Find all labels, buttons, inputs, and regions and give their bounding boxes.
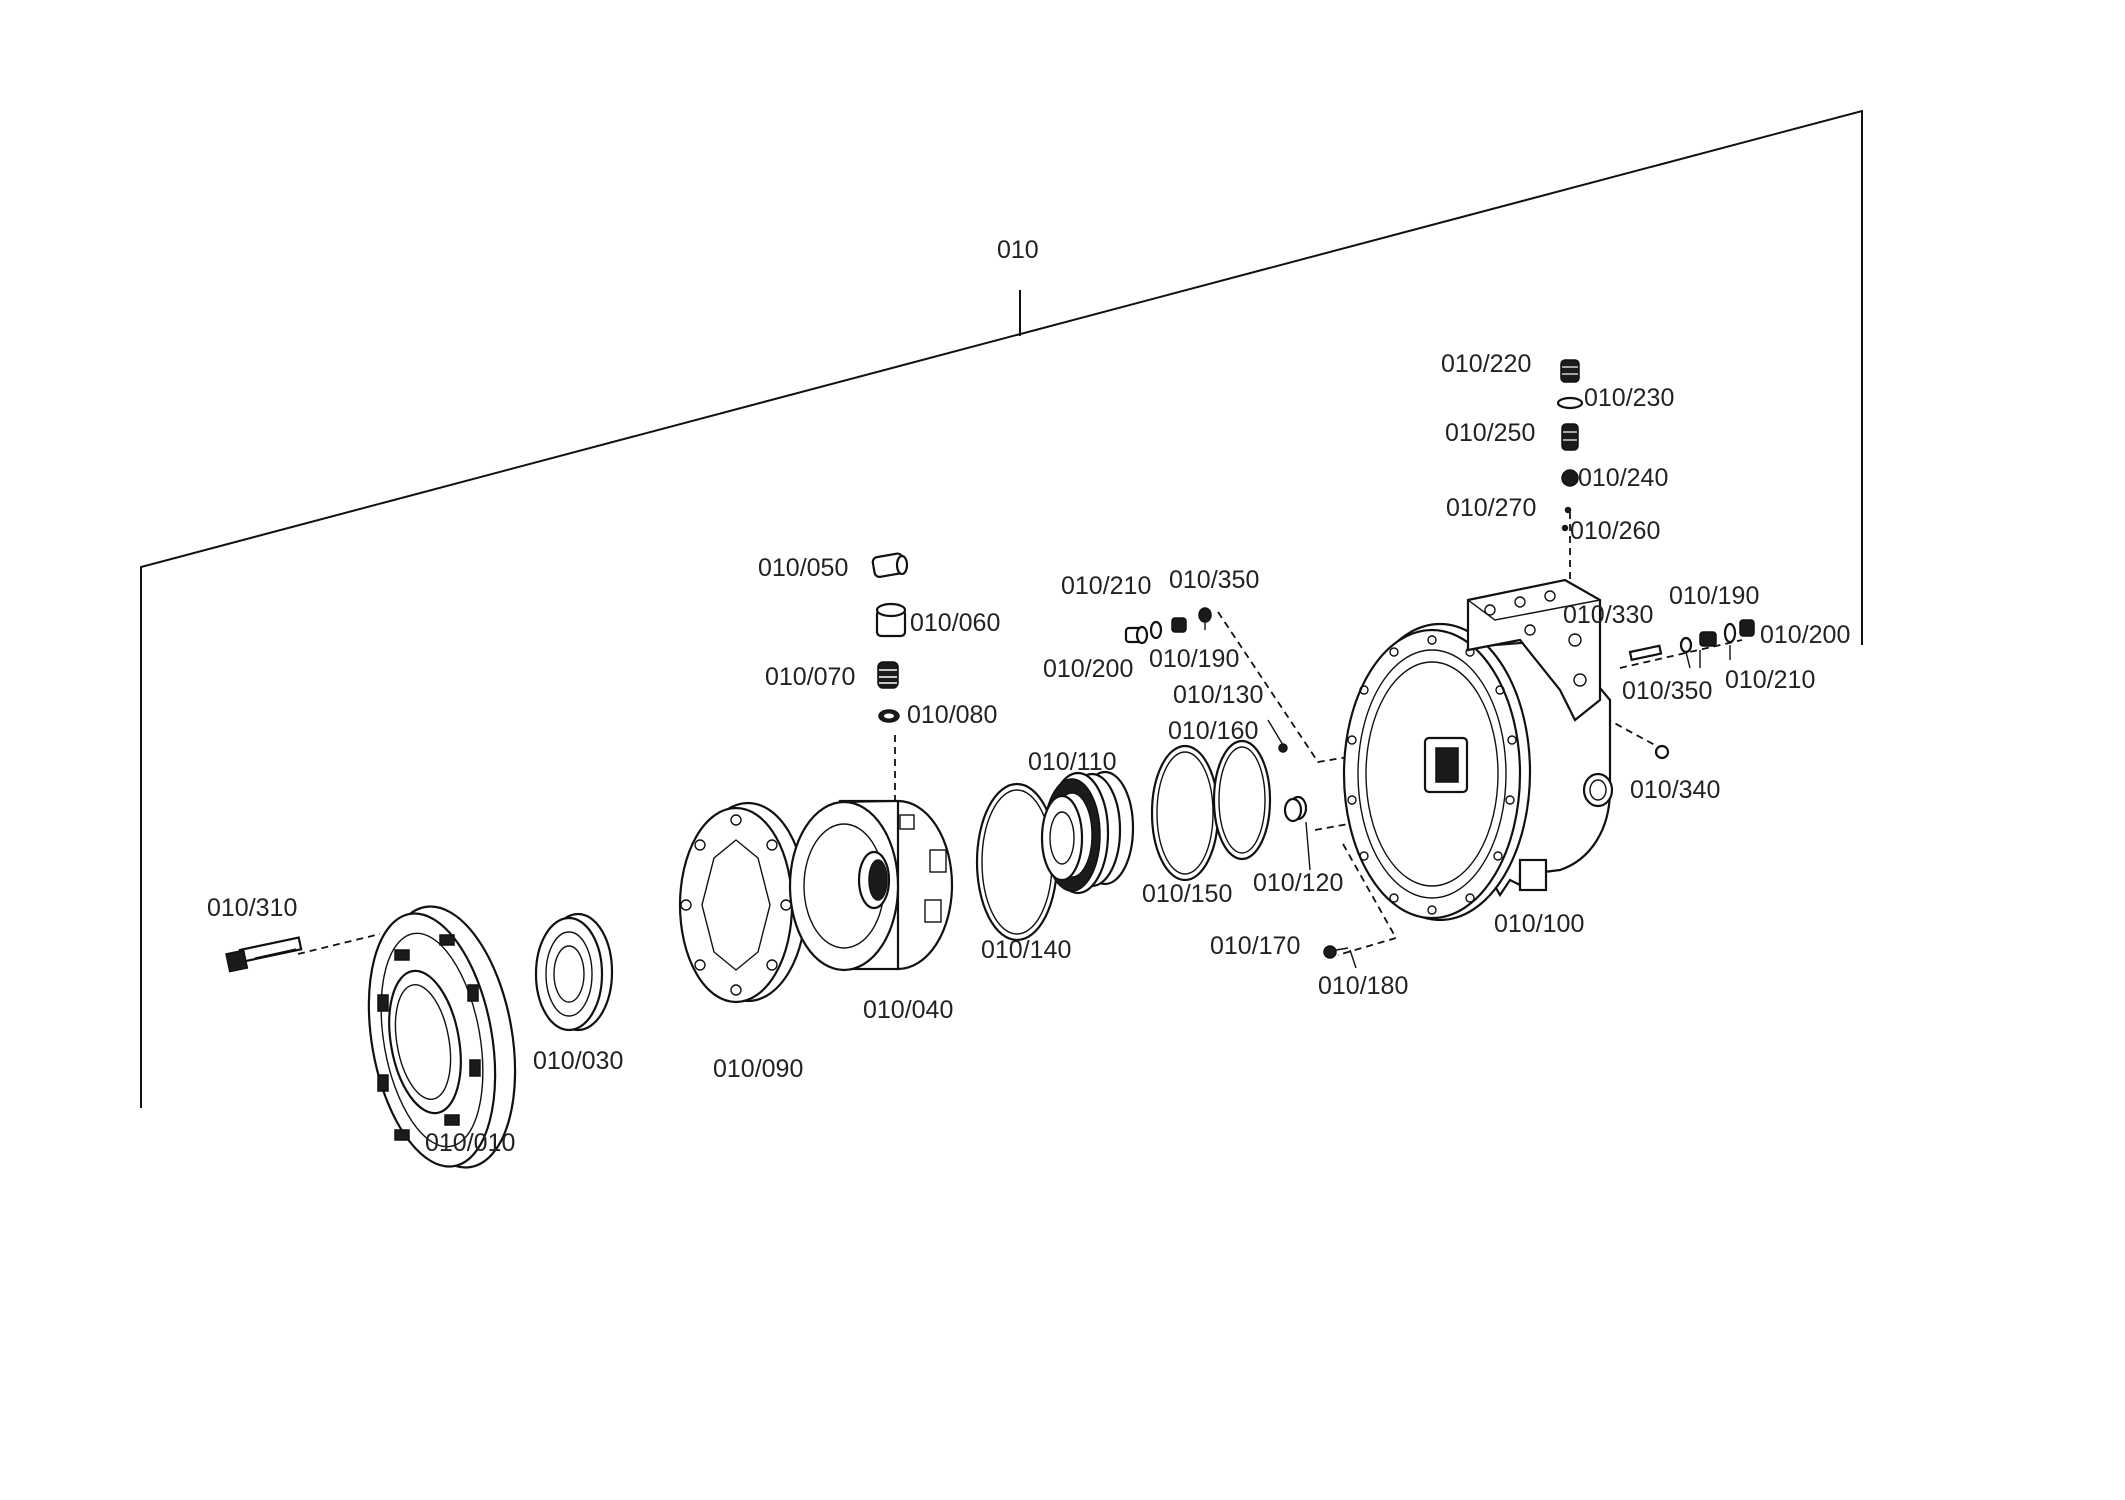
label-010-350-right: 010/350 bbox=[1622, 677, 1712, 705]
plug-010-120 bbox=[1283, 795, 1311, 871]
label-010-350-left: 010/350 bbox=[1169, 566, 1259, 594]
label-010-070: 010/070 bbox=[765, 663, 855, 691]
label-010-190-right: 010/190 bbox=[1669, 582, 1759, 610]
valve-stack-010-050-080 bbox=[871, 552, 909, 723]
rotor-010-040 bbox=[788, 799, 954, 972]
label-010-330: 010/330 bbox=[1563, 601, 1653, 629]
bolt-010-310 bbox=[225, 936, 303, 973]
label-010-150: 010/150 bbox=[1142, 880, 1232, 908]
stator-ring-010-090 bbox=[678, 801, 808, 1004]
screw-010-170-180 bbox=[1323, 945, 1357, 969]
bearing-010-030 bbox=[534, 912, 614, 1032]
label-010-210-left: 010/210 bbox=[1061, 572, 1151, 600]
label-010-160: 010/160 bbox=[1168, 717, 1258, 745]
label-010-140: 010/140 bbox=[981, 936, 1071, 964]
assembly-bracket bbox=[140, 109, 1863, 1108]
label-010-340: 010/340 bbox=[1630, 776, 1720, 804]
label-010-170: 010/170 bbox=[1210, 932, 1300, 960]
label-010-260: 010/260 bbox=[1570, 517, 1660, 545]
label-010-050: 010/050 bbox=[758, 554, 848, 582]
label-010-080: 010/080 bbox=[907, 701, 997, 729]
small-parts-right-group bbox=[1628, 619, 1755, 760]
label-010-270: 010/270 bbox=[1446, 494, 1536, 522]
label-010-310: 010/310 bbox=[207, 894, 297, 922]
label-010-180: 010/180 bbox=[1318, 972, 1408, 1000]
assembly-label: 010 bbox=[997, 236, 1039, 264]
o-ring-010-160 bbox=[1212, 739, 1272, 861]
label-010-230: 010/230 bbox=[1584, 384, 1674, 412]
label-010-220: 010/220 bbox=[1441, 350, 1531, 378]
valve-stack-010-220-260 bbox=[1556, 359, 1584, 532]
label-010-060: 010/060 bbox=[910, 609, 1000, 637]
label-010-030: 010/030 bbox=[533, 1047, 623, 1075]
label-010-120: 010/120 bbox=[1253, 869, 1343, 897]
small-parts-left-group bbox=[1124, 607, 1288, 753]
housing-010-100 bbox=[1342, 578, 1614, 922]
o-ring-010-150 bbox=[1150, 744, 1220, 882]
label-010-240: 010/240 bbox=[1578, 464, 1668, 492]
label-010-250: 010/250 bbox=[1445, 419, 1535, 447]
label-010-190-left: 010/190 bbox=[1149, 645, 1239, 673]
label-010-100: 010/100 bbox=[1494, 910, 1584, 938]
label-010-090: 010/090 bbox=[713, 1055, 803, 1083]
label-010-130: 010/130 bbox=[1173, 681, 1263, 709]
label-010-010: 010/010 bbox=[425, 1129, 515, 1157]
label-010-210-right: 010/210 bbox=[1725, 666, 1815, 694]
label-010-040: 010/040 bbox=[863, 996, 953, 1024]
label-010-110: 010/110 bbox=[1028, 748, 1117, 776]
leader-lines bbox=[1204, 622, 1731, 746]
label-010-200-left: 010/200 bbox=[1043, 655, 1133, 683]
bearing-pack-010-110 bbox=[1040, 770, 1135, 895]
assembly-bracket-line bbox=[140, 109, 1863, 1108]
label-010-200-right: 010/200 bbox=[1760, 621, 1850, 649]
flange-cover-010-010 bbox=[367, 905, 517, 1169]
part-labels: 010 010/310 010/010 010/030 010/090 010/… bbox=[207, 236, 1850, 1157]
